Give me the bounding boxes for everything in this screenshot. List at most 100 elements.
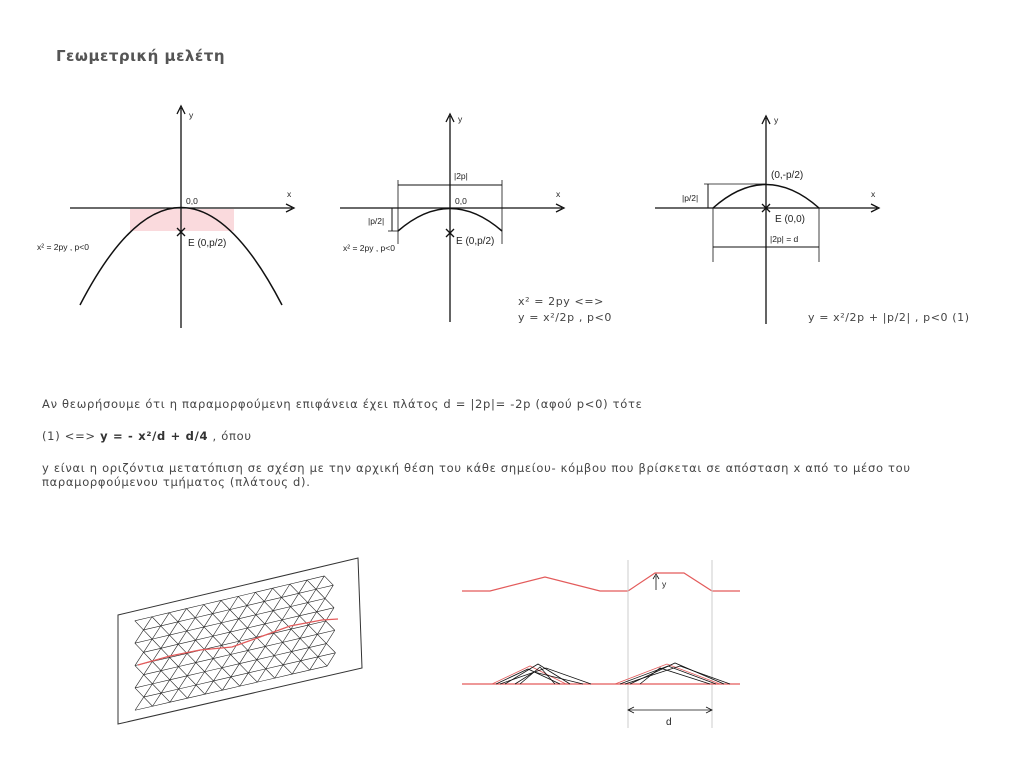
mesh-edge	[212, 658, 223, 668]
mesh-edge	[246, 601, 265, 606]
mesh-edge	[298, 588, 317, 594]
mesh-edge	[152, 661, 162, 671]
mesh-edge	[203, 622, 222, 628]
mesh-edge	[160, 679, 171, 694]
mesh-edge	[264, 619, 283, 625]
mesh-edge	[257, 668, 267, 683]
parabola-curve	[712, 183, 820, 209]
mesh-edge	[160, 670, 171, 681]
mesh-edge	[238, 591, 256, 597]
mesh-edge	[134, 642, 144, 653]
mesh-edge	[134, 683, 153, 689]
mesh-edge	[230, 627, 248, 633]
mesh-edge	[247, 627, 257, 638]
mesh-edge	[151, 612, 170, 618]
top-profile-line	[462, 572, 740, 592]
mesh-edge	[308, 624, 318, 635]
mesh-edge	[265, 632, 274, 647]
mesh-edge	[169, 612, 179, 623]
page-title: Γεωμετρική μελέτη	[56, 47, 226, 65]
mesh-edge	[256, 659, 266, 670]
mesh-edge	[143, 670, 162, 675]
paragraph-line2-prefix: (1) <=>	[42, 429, 101, 443]
paragraph-line2: (1) <=> y = - x²/d + d/4 , όπου	[42, 429, 982, 443]
mesh-edge	[143, 638, 153, 653]
mesh-edge	[291, 638, 301, 652]
mesh-edge	[290, 602, 308, 607]
mesh-edge	[178, 666, 188, 677]
y-axis-arrow	[761, 114, 771, 125]
mesh-edge	[151, 625, 161, 640]
mesh-edge	[195, 613, 213, 619]
mesh-edge	[169, 697, 188, 703]
mesh-edge	[272, 597, 282, 611]
mesh-edge	[272, 610, 283, 621]
mesh-edge	[246, 592, 256, 606]
mesh-edge	[204, 649, 214, 659]
mesh-edge	[195, 671, 205, 686]
mesh-edge	[238, 636, 257, 642]
mesh-edge	[307, 575, 325, 581]
mesh-edge	[213, 676, 231, 682]
mesh-edge	[187, 693, 205, 699]
mesh-edge	[307, 589, 317, 603]
mesh-edge	[324, 575, 334, 586]
mesh-edge	[134, 620, 144, 631]
mesh-edge	[299, 638, 310, 648]
d-dimension-label: d	[666, 717, 672, 728]
mesh-edge	[282, 628, 292, 643]
mesh-edge	[212, 613, 222, 624]
y-axis-label: y	[458, 114, 463, 124]
mesh-edge	[317, 634, 327, 644]
mesh-edge	[221, 654, 231, 668]
mesh-edge	[160, 643, 179, 649]
mesh-edge	[186, 626, 205, 632]
y-axis-label: y	[774, 115, 779, 125]
mesh-edge	[221, 618, 239, 624]
mesh-edge	[160, 625, 170, 636]
mesh-edge	[143, 629, 153, 640]
mesh-edge	[291, 647, 310, 652]
mesh-edge	[134, 629, 144, 644]
mesh-edge	[282, 664, 293, 675]
mesh-edge	[299, 624, 309, 639]
mesh-edge	[134, 705, 153, 711]
mesh-edge	[315, 584, 334, 590]
mesh-edge	[309, 656, 319, 671]
mesh-edge	[143, 683, 153, 698]
mesh-edge	[291, 651, 301, 662]
mesh-edge	[143, 674, 153, 685]
mesh-edge	[247, 650, 258, 660]
mesh-edge	[230, 676, 241, 687]
mesh-edge	[160, 657, 170, 671]
mesh-edge	[256, 646, 266, 660]
mesh-edge	[143, 652, 153, 662]
mesh-edge	[317, 652, 336, 658]
mesh-edge	[239, 672, 249, 687]
mesh-edge	[300, 660, 310, 671]
mesh-edge	[326, 630, 336, 644]
mesh-edge	[239, 650, 249, 664]
mesh-edge	[315, 589, 326, 599]
mesh-edge	[169, 679, 179, 690]
mesh-edge	[195, 626, 205, 641]
vertex-label: (0,-p/2)	[771, 170, 803, 181]
mesh-edge	[204, 667, 223, 673]
mesh-edge	[300, 656, 319, 662]
mesh-edge	[151, 616, 161, 627]
mesh-edge	[134, 674, 144, 689]
mesh-edge	[134, 638, 153, 644]
width-label: |2p|	[454, 171, 468, 181]
mesh-edge	[143, 661, 153, 675]
mesh-edge	[169, 608, 187, 613]
mesh-edge	[152, 670, 162, 685]
mesh-edge	[290, 624, 309, 630]
mesh-edge	[160, 621, 179, 627]
mesh-deformation-line	[137, 618, 339, 666]
mesh-edge	[160, 612, 170, 627]
mesh-edge	[203, 604, 213, 614]
mesh-edge	[298, 593, 308, 603]
x-axis-arrow	[285, 203, 296, 213]
